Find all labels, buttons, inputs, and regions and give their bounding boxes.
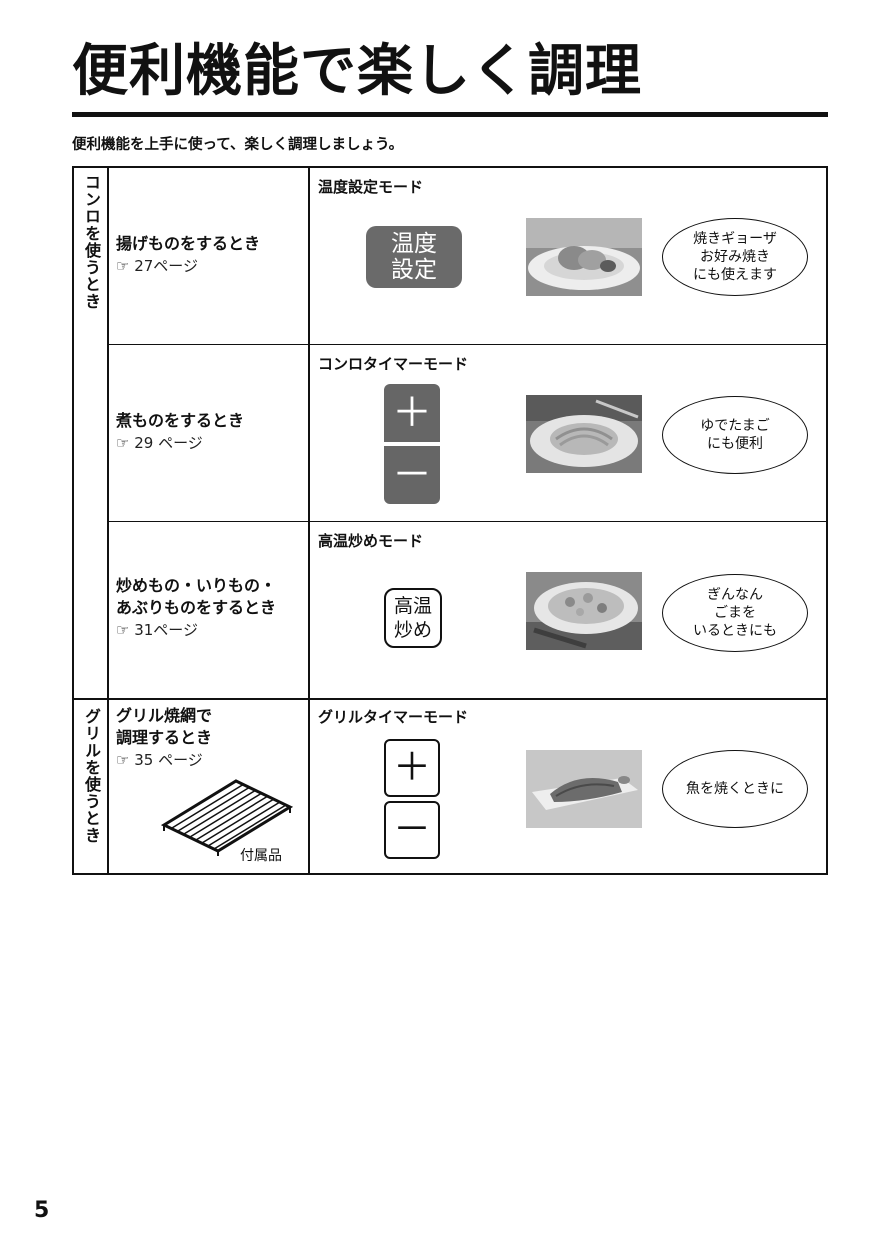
grill-minus-button: － bbox=[384, 801, 440, 859]
category-stove-label: コンロを使うとき bbox=[82, 174, 101, 310]
row3-description: 炒めもの・いりもの・ あぶりものをするとき ☞ 31ページ bbox=[116, 575, 276, 641]
minus-icon: － bbox=[392, 807, 431, 851]
row2-tip-bubble: ゆでたまご にも便利 bbox=[662, 396, 808, 474]
row2-tip-line2: にも便利 bbox=[707, 436, 763, 452]
row3-page-ref: ☞ 31ページ bbox=[116, 621, 199, 639]
category-stove: コンロを使うとき bbox=[74, 174, 108, 694]
grill-rack-icon bbox=[158, 773, 294, 857]
stirfry-photo bbox=[526, 572, 642, 650]
category-grill: グリルを使うとき bbox=[74, 708, 108, 868]
button-divider bbox=[384, 442, 440, 446]
column-divider-2 bbox=[308, 168, 310, 873]
row1-mode-title: 温度設定モード bbox=[318, 178, 424, 196]
tempura-photo bbox=[526, 218, 642, 296]
row2-mode-title: コンロタイマーモード bbox=[318, 355, 469, 373]
row4-desc-line1: グリル焼網で bbox=[116, 706, 213, 725]
feature-table: コンロを使うとき グリルを使うとき bbox=[72, 166, 828, 875]
page-number: 5 bbox=[34, 1198, 50, 1223]
row3-tip-line3: いるときにも bbox=[693, 623, 777, 639]
row4-tip-bubble: 魚を焼くときに bbox=[662, 750, 808, 828]
accessory-label: 付属品 bbox=[240, 848, 282, 864]
row3-desc-line2: あぶりものをするとき bbox=[116, 598, 277, 617]
minus-icon: － bbox=[392, 452, 432, 498]
row-divider-2 bbox=[109, 521, 828, 522]
row1-tip-line3: にも使えます bbox=[693, 267, 777, 283]
row1-tip-line2: お好み焼き bbox=[700, 249, 770, 265]
row3-tip-bubble: ぎんなん ごまを いるときにも bbox=[662, 574, 808, 652]
hot-button-line2: 炒め bbox=[393, 619, 432, 641]
row1-tip-line1: 焼きギョーザ bbox=[693, 231, 777, 247]
pasta-photo bbox=[526, 395, 642, 473]
row1-tip-bubble: 焼きギョーザ お好み焼き にも使えます bbox=[662, 218, 808, 296]
grill-plus-button: ＋ bbox=[384, 739, 440, 797]
section-divider bbox=[74, 698, 828, 700]
grill-timer-buttons: ＋ － bbox=[384, 739, 440, 859]
stove-timer-buttons: ＋ － bbox=[384, 384, 440, 504]
page-subtitle: 便利機能を上手に使って、楽しく調理しましょう。 bbox=[72, 137, 404, 153]
row1-page-ref: ☞ 27ページ bbox=[116, 257, 199, 275]
row1-description: 揚げものをするとき ☞ 27ページ bbox=[116, 233, 260, 277]
title-underline bbox=[72, 112, 828, 117]
temperature-setting-button: 温度 設定 bbox=[366, 226, 462, 288]
grilled-fish-photo bbox=[526, 750, 642, 828]
row2-description: 煮ものをするとき ☞ 29 ページ bbox=[116, 410, 244, 454]
row4-mode-title: グリルタイマーモード bbox=[318, 708, 469, 726]
row2-page-ref: ☞ 29 ページ bbox=[116, 434, 203, 452]
category-grill-label: グリルを使うとき bbox=[82, 708, 101, 844]
temp-button-line2: 設定 bbox=[391, 257, 437, 283]
row2-desc-line1: 煮ものをするとき bbox=[116, 411, 245, 430]
row3-tip-line2: ごまを bbox=[714, 605, 756, 621]
row1-desc-line1: 揚げものをするとき bbox=[116, 234, 261, 253]
row2-tip-line1: ゆでたまご bbox=[700, 418, 770, 434]
temp-button-line1: 温度 bbox=[391, 231, 437, 257]
row3-tip-line1: ぎんなん bbox=[707, 587, 763, 603]
row4-desc-line2: 調理するとき bbox=[116, 728, 213, 747]
row4-tip-line1: 魚を焼くときに bbox=[686, 781, 784, 797]
hot-button-line1: 高温 bbox=[393, 595, 432, 617]
row4-description: グリル焼網で 調理するとき ☞ 35 ページ bbox=[116, 705, 212, 771]
plus-icon: ＋ bbox=[392, 390, 432, 436]
high-temp-stirfry-button: 高温 炒め bbox=[384, 588, 442, 648]
column-divider-1 bbox=[107, 168, 109, 873]
row3-desc-line1: 炒めもの・いりもの・ bbox=[116, 576, 277, 595]
row-divider-1 bbox=[109, 344, 828, 345]
page-title: 便利機能で楽しく調理 bbox=[72, 39, 642, 104]
row3-mode-title: 高温炒めモード bbox=[318, 532, 424, 550]
row4-page-ref: ☞ 35 ページ bbox=[116, 751, 203, 769]
plus-icon: ＋ bbox=[392, 745, 431, 789]
